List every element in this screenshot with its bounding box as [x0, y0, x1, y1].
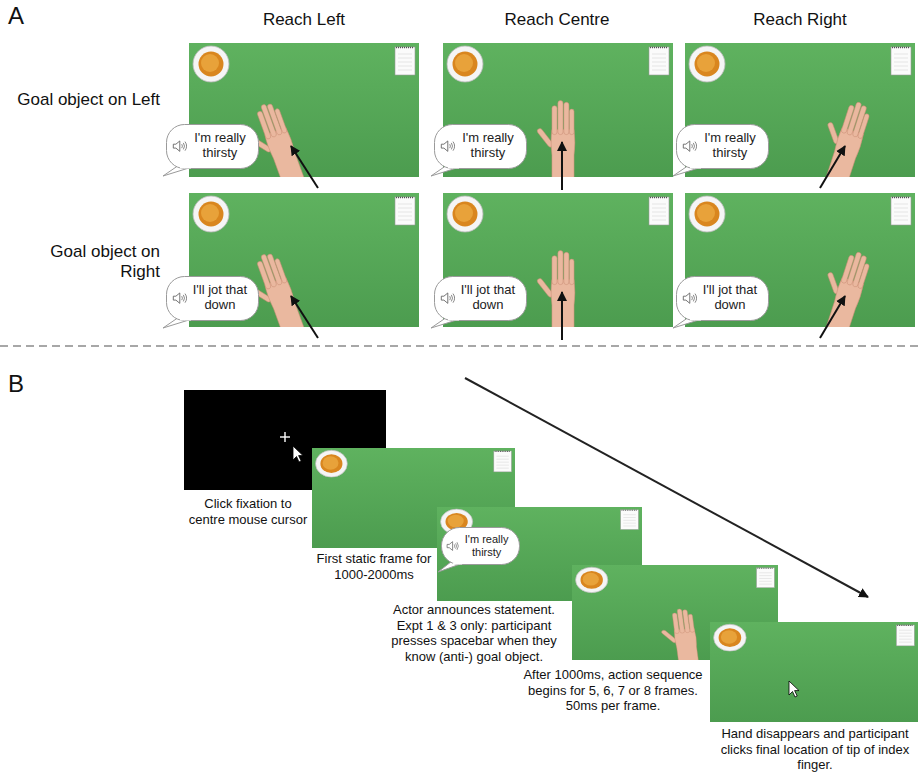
spoken-statement: I'll jot that down: [701, 283, 760, 313]
spoken-statement: I'm really thirsty: [191, 131, 250, 161]
column-header: Reach Centre: [457, 10, 657, 30]
speaker-icon: [682, 139, 698, 153]
panel-label: A: [8, 2, 38, 31]
speech-bubble: I'll jot that down: [434, 276, 527, 321]
step-caption: After 1000ms, action sequence begins for…: [520, 667, 706, 714]
column-header: Reach Right: [700, 10, 900, 30]
spoken-statement: I'll jot that down: [191, 283, 250, 313]
panel-label: B: [8, 370, 38, 399]
speech-bubble: I'll jot that down: [166, 276, 259, 321]
spoken-statement: I'll jot that down: [459, 283, 518, 313]
speaker-icon: [682, 291, 698, 305]
time-arrow: [465, 378, 868, 597]
row-label: Goal object on Right: [8, 242, 160, 283]
reach-arrows: [291, 142, 845, 340]
speech-bubble: I'm really thirsty: [434, 124, 527, 169]
step-caption: Actor announces statement. Expt 1 & 3 on…: [380, 602, 568, 664]
speaker-icon: [172, 139, 188, 153]
speech-bubble: I'll jot that down: [676, 276, 769, 321]
step-caption: Click fixation to centre mouse cursor: [186, 496, 310, 527]
step-caption: First static frame for 1000-2000ms: [314, 551, 434, 582]
step-caption: Hand disappears and participant clicks f…: [716, 726, 914, 773]
column-header: Reach Left: [204, 10, 404, 30]
speech-bubble: I'm really thirsty: [166, 124, 259, 169]
scene-photo: [189, 193, 419, 378]
speaker-icon: [440, 139, 456, 153]
mouse-cursor: [789, 681, 799, 697]
speech-bubble: I'm really thirsty: [441, 527, 520, 565]
row-label: Goal object on Left: [8, 90, 160, 110]
spoken-statement: I'm really thirsty: [459, 131, 518, 161]
speech-bubble: I'm really thirsty: [676, 124, 769, 169]
video-frame: [710, 622, 918, 722]
speaker-icon: [440, 291, 456, 305]
spoken-statement: I'm really thirsty: [701, 131, 760, 161]
speaker-icon: [172, 291, 188, 305]
speaker-icon: [446, 540, 459, 552]
section-divider: [0, 345, 920, 347]
spoken-statement: I'm really thirsty: [462, 533, 512, 558]
